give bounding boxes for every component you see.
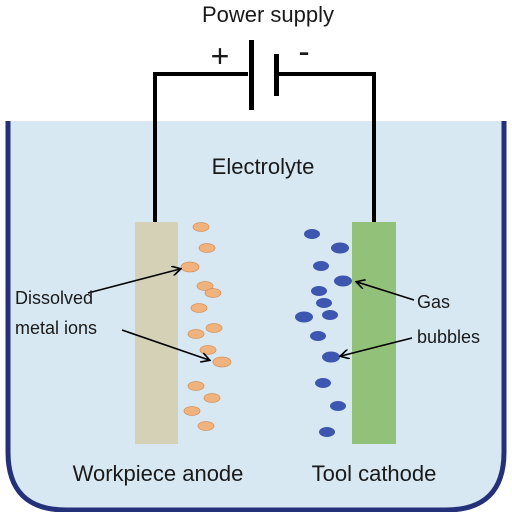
tool-cathode: [352, 222, 396, 444]
gas-bubble: [319, 427, 335, 437]
metal-ion: [187, 329, 205, 339]
metal-ion: [190, 303, 208, 313]
cathode-label: Tool cathode: [312, 461, 437, 486]
ions-arrow-upper: [87, 269, 180, 294]
plus-sign: +: [211, 38, 230, 74]
anode-wire: [153, 72, 248, 222]
anode-label: Workpiece anode: [73, 461, 244, 486]
gas-arrow-lower: [341, 337, 413, 356]
gas-bubble: [330, 401, 346, 411]
gas-bubble: [315, 378, 331, 388]
gas-label-line2: bubbles: [417, 327, 480, 347]
electrolyte-label: Electrolyte: [212, 154, 315, 179]
battery-positive-plate: [249, 40, 254, 110]
gas-bubble: [331, 242, 349, 254]
power-supply-title: Power supply: [202, 2, 334, 27]
gas-arrow-upper: [357, 282, 415, 301]
gas-bubble: [311, 286, 327, 296]
cathode-wire: [279, 72, 376, 222]
metal-ion: [192, 222, 210, 232]
gas-bubble: [304, 229, 320, 239]
metal-ions: [180, 222, 232, 431]
tank-outline: [5, 121, 507, 512]
electrolyte-fill: [8, 121, 504, 510]
metal-ion: [204, 288, 222, 298]
gas-bubble: [334, 275, 352, 287]
ions-label-line1: Dissolved: [15, 288, 93, 308]
metal-ion: [197, 421, 215, 431]
metal-ion: [212, 356, 232, 368]
metal-ion: [187, 381, 205, 391]
gas-bubble: [295, 311, 313, 323]
ions-arrow-lower: [121, 329, 209, 360]
metal-ion: [183, 406, 201, 416]
metal-ion: [205, 323, 223, 333]
workpiece-anode: [135, 222, 178, 444]
battery-negative-plate: [274, 54, 279, 96]
metal-ion: [196, 281, 214, 291]
metal-ion: [199, 345, 217, 355]
metal-ion: [198, 243, 216, 253]
gas-bubble: [322, 310, 338, 320]
minus-sign: -: [298, 33, 309, 71]
metal-ion: [180, 261, 200, 273]
gas-bubble: [316, 298, 332, 308]
gas-bubble: [310, 331, 326, 341]
gas-bubble: [313, 261, 329, 271]
ions-label-line2: metal ions: [15, 318, 97, 338]
gas-bubble: [322, 351, 340, 363]
gas-label-line1: Gas: [417, 292, 450, 312]
gas-bubbles: [295, 229, 352, 437]
metal-ion: [203, 393, 221, 403]
